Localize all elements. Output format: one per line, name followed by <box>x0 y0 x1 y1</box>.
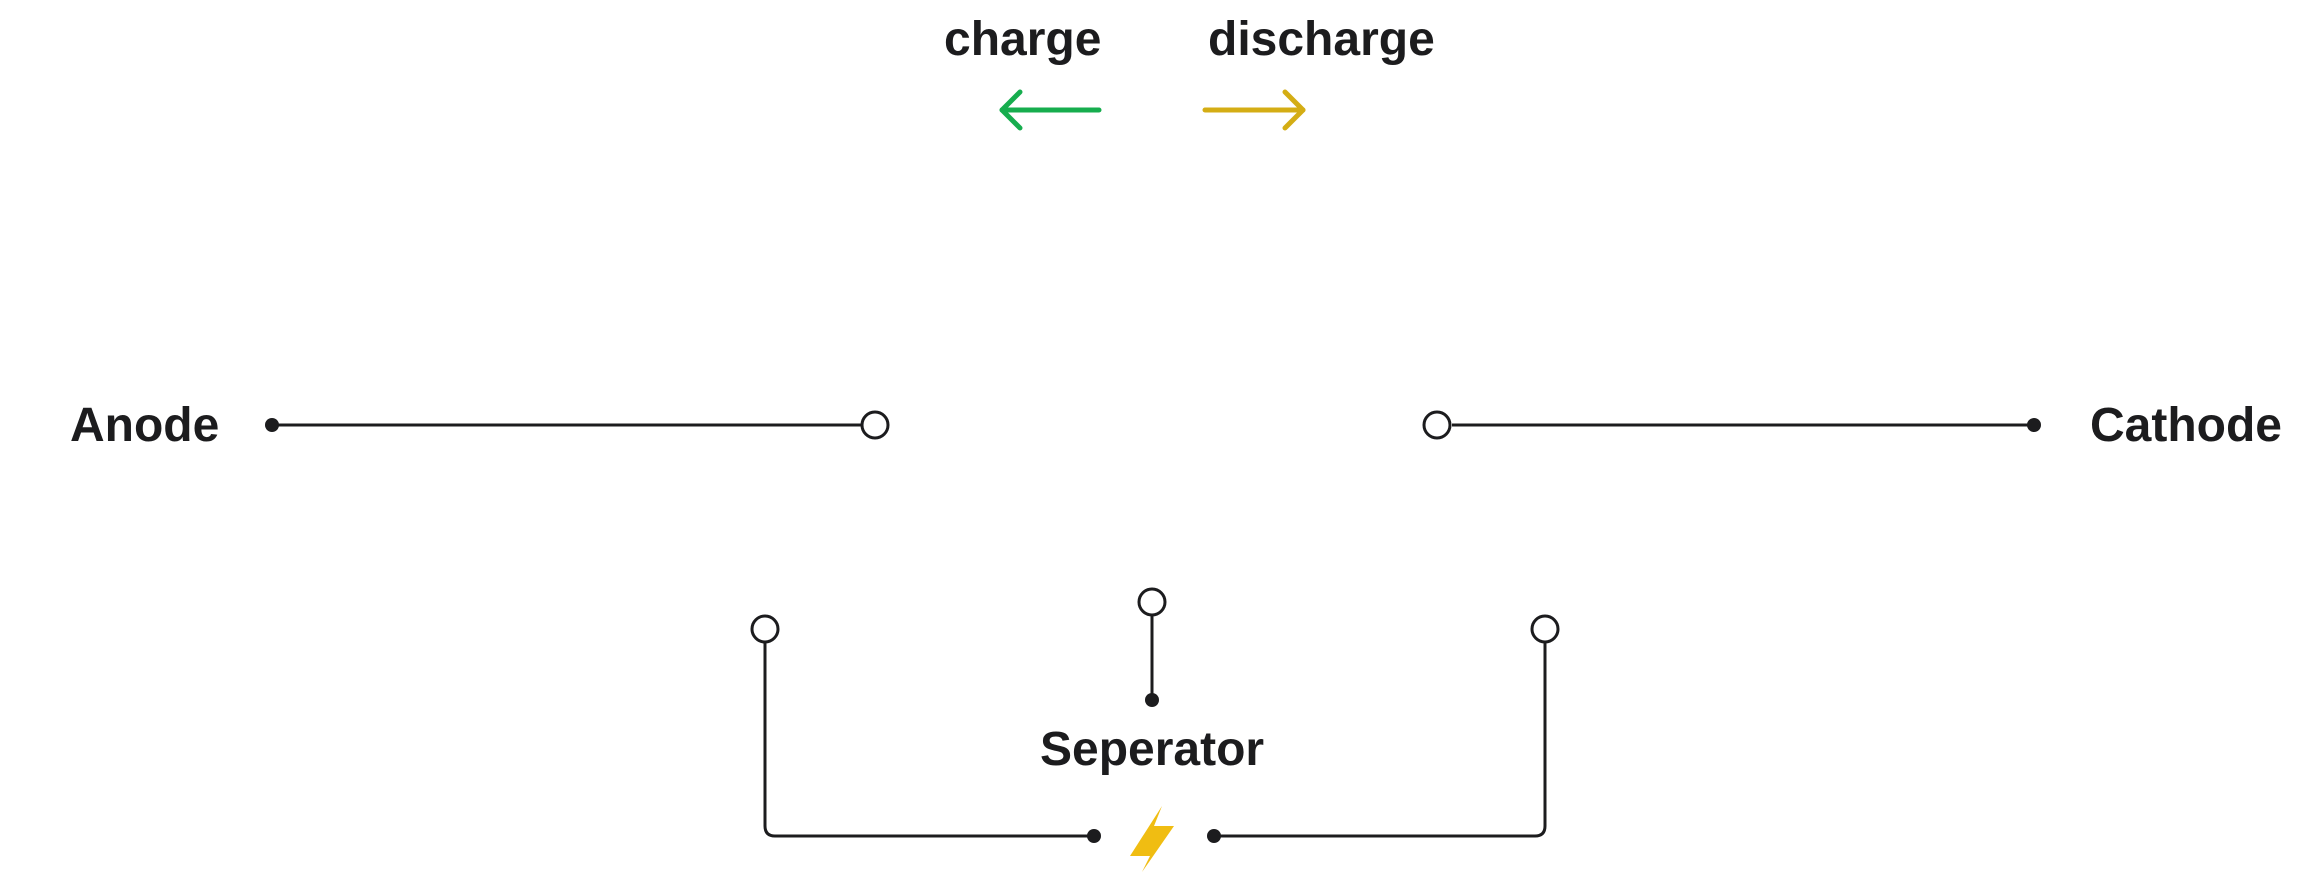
anode-open-circle <box>860 410 890 440</box>
right-bracket-open-circle <box>1530 614 1560 644</box>
separator-label: Seperator <box>1040 723 1265 776</box>
lightning-bolt-icon <box>1130 806 1174 872</box>
left-bracket-dot <box>1087 829 1101 843</box>
arrow-right-icon <box>1202 89 1306 131</box>
cathode-label: Cathode <box>2090 399 2282 452</box>
cathode-open-circle <box>1422 410 1452 440</box>
right-bracket-dot <box>1207 829 1221 843</box>
anode-dot <box>265 418 279 432</box>
left-bracket-line <box>763 642 1094 838</box>
charge-label: charge <box>944 13 1102 66</box>
right-bracket-line <box>1214 642 1547 838</box>
cathode-dot <box>2027 418 2041 432</box>
arrow-left-icon <box>999 89 1102 131</box>
left-bracket-open-circle <box>750 614 780 644</box>
separator-dot <box>1145 693 1159 707</box>
discharge-label: discharge <box>1208 13 1435 66</box>
anode-label: Anode <box>70 399 220 452</box>
separator-open-circle <box>1137 587 1167 617</box>
